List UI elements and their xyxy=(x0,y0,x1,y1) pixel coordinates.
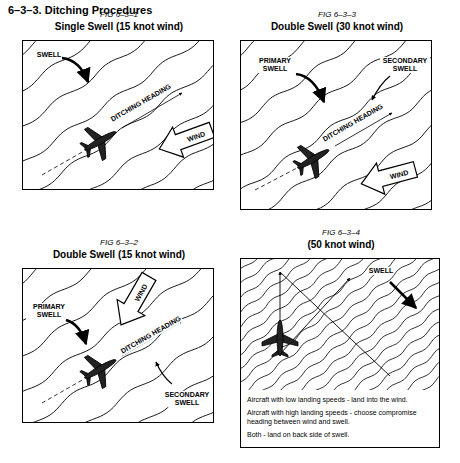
swell-line xyxy=(26,58,214,190)
approach-path xyxy=(42,151,84,175)
wind-label: WIND xyxy=(132,282,149,304)
secondary-swell-arrow xyxy=(156,362,172,384)
wind-label: WIND xyxy=(185,130,207,145)
heading-label: DITCHING HEADING xyxy=(321,102,386,144)
swell-lines xyxy=(22,268,214,423)
wind-arrow xyxy=(154,115,214,164)
secondary-swell-label: SECONDARY SWELL xyxy=(380,57,430,73)
figure-subtitle: Double Swell (30 knot wind) xyxy=(241,21,433,32)
swell-arrow xyxy=(390,282,416,308)
swell-line xyxy=(240,258,415,375)
swell-line xyxy=(240,53,432,198)
sea-area xyxy=(240,258,440,390)
swell-line xyxy=(262,274,441,391)
fig-number: FIG 6–3–1 xyxy=(23,10,215,19)
swell-line xyxy=(283,301,440,390)
double-swell-15-figure xyxy=(22,268,214,423)
wind-arrow xyxy=(107,268,163,332)
double-swell-30-figure xyxy=(240,40,432,210)
swell-line xyxy=(63,112,214,190)
fig-number: FIG 6–3–4 xyxy=(241,228,441,237)
primary-swell-label: PRIMARY SWELL xyxy=(252,57,298,73)
swell-arrow xyxy=(62,58,88,82)
secondary-swell-arrow xyxy=(372,76,390,100)
figure-panel: FIG 6–3–4(50 knot wind)SWELLAircraft wit… xyxy=(240,258,440,448)
figure-panel: FIG 6–3–2Double Swell (15 knot wind)PRIM… xyxy=(22,268,214,423)
approach-path xyxy=(42,379,84,403)
fig-number: FIG 6–3–3 xyxy=(241,10,433,19)
swell-line xyxy=(269,281,441,390)
airplane xyxy=(75,116,125,166)
primary-swell-arrow xyxy=(66,320,86,344)
note-text: Aircraft with high landing speeds - choo… xyxy=(247,408,435,426)
swell-line xyxy=(22,40,153,97)
swell-lines xyxy=(240,40,432,210)
figure-panel: FIG 6–3–1Single Swell (15 knot wind)SWEL… xyxy=(22,40,214,190)
note-text: Aircraft with low landing speeds - land … xyxy=(247,395,435,404)
swell-line xyxy=(63,342,215,424)
approach-path xyxy=(255,168,297,190)
note-text: Both - land on back side of swell. xyxy=(247,430,435,439)
swell-line xyxy=(243,258,428,390)
swell-line xyxy=(240,258,376,325)
wind-arrow xyxy=(357,154,419,199)
fig-number: FIG 6–3–2 xyxy=(23,238,215,247)
swell-line xyxy=(280,272,390,376)
fifty-knot-figure xyxy=(175,162,460,463)
swell-line xyxy=(240,258,402,360)
swell-line xyxy=(43,315,214,423)
figure-subtitle: Single Swell (15 knot wind) xyxy=(23,21,215,32)
swell-line xyxy=(22,40,190,149)
airplane xyxy=(288,134,338,184)
swell-label: SWELL xyxy=(36,51,63,59)
swell-line xyxy=(240,40,377,103)
swell-lines xyxy=(22,40,214,190)
single-swell-figure xyxy=(22,40,214,190)
figure-panel: FIG 6–3–3Double Swell (30 knot wind)PRIM… xyxy=(240,40,432,210)
swell-lines xyxy=(240,258,440,390)
swell-line xyxy=(317,344,440,390)
secondary-swell-label: SECONDARY SWELL xyxy=(162,391,212,407)
primary-swell-arrow xyxy=(296,74,324,102)
swell-line xyxy=(240,258,409,368)
swell-line xyxy=(256,266,440,390)
heading-label: DITCHING HEADING xyxy=(109,82,174,124)
figure-subtitle: Double Swell (15 knot wind) xyxy=(23,249,215,260)
primary-swell-label: PRIMARY SWELL xyxy=(26,303,72,319)
swell-line xyxy=(263,98,432,210)
heading-label: DITCHING HEADING xyxy=(119,314,184,356)
swell-line xyxy=(302,324,440,390)
airplane xyxy=(75,344,125,394)
airplane xyxy=(262,320,298,357)
swell-line xyxy=(22,268,207,403)
wind-label: WIND xyxy=(388,168,410,181)
swell-line xyxy=(246,77,432,210)
swell-label: SWELL xyxy=(368,267,395,275)
swell-line xyxy=(44,85,214,190)
swell-line xyxy=(289,309,440,390)
figure-subtitle: (50 knot wind) xyxy=(241,239,441,250)
